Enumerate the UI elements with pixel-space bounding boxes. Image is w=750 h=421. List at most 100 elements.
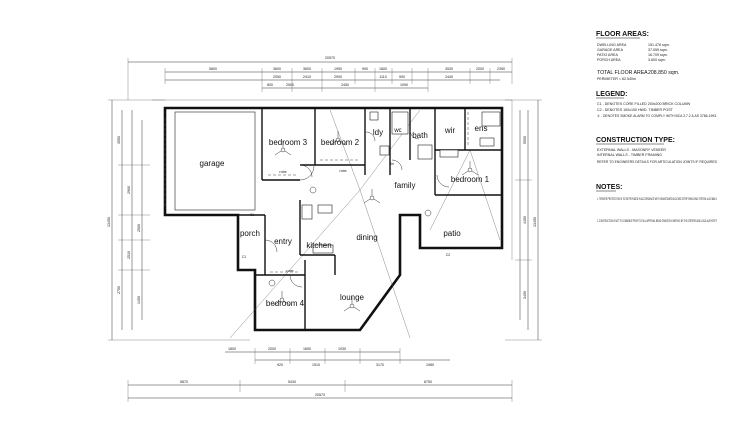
dim-top-1-8: 2390 xyxy=(497,67,505,71)
room-kitchen: kitchen xyxy=(306,241,331,250)
dim-bottom-1-6: 3170 xyxy=(376,363,384,367)
area-label-2: PATIO AREA xyxy=(597,53,618,57)
dim-top-1-5: 1800 xyxy=(379,67,387,71)
dim-top-2-3: 1110 xyxy=(379,75,386,79)
dim-top-1-0: 5800 xyxy=(209,67,217,71)
area-label-0: DWELLING AREA xyxy=(597,43,627,47)
area-label-3: PORCH AREA xyxy=(597,58,621,62)
robe-label: robe xyxy=(279,170,286,174)
room-labels: garage bedroom 3 bedroom 2 ldy bath wc w… xyxy=(200,124,490,308)
dim-top-1-2: 3600 xyxy=(303,67,311,71)
dim-bottom-1-5: 1510 xyxy=(312,363,320,367)
fan-icon xyxy=(363,189,381,204)
fan-icon xyxy=(343,297,361,312)
room-patio: patio xyxy=(443,229,461,238)
dim-top-1-7: 2000 xyxy=(476,67,484,71)
construction-item-2: REFER TO ENGINEERS DETAILS FOR ARTICULAT… xyxy=(597,160,717,164)
bottom-dimensions: 1800 2000 1650 1930 920 1510 3170 1980 5… xyxy=(127,347,513,402)
fan-icon xyxy=(274,141,292,156)
room-bedroom-2: bedroom 2 xyxy=(321,138,360,147)
construction-item-1: INTERNAL WALLS - TIMBER FRAMING xyxy=(597,153,662,157)
column-marker-c1: C1 xyxy=(242,255,247,259)
area-value-0: 151.478 sqm. xyxy=(648,43,670,47)
dim-left-2: 2500 xyxy=(137,224,141,232)
area-value-2: 16.709 sqm. xyxy=(648,53,668,57)
note-item-0: 1. TERMITE PROTECTION IS TO BE PROVIDED … xyxy=(597,197,717,201)
room-dining: dining xyxy=(356,233,377,242)
room-wc: wc xyxy=(393,128,401,134)
room-wir: wir xyxy=(444,126,456,135)
linen-label: lin xyxy=(390,162,394,166)
construction-heading: CONSTRUCTION TYPE: xyxy=(596,137,675,144)
room-garage: garage xyxy=(200,159,225,168)
dim-top-1-3: 1950 xyxy=(334,67,342,71)
smoke-alarm-icon xyxy=(268,279,276,287)
room-bedroom-4: bedroom 4 xyxy=(266,299,305,308)
dim-bottom-1-1: 2000 xyxy=(268,347,276,351)
note-item-1: 2. CONSTRUCTION IS NOT TO COMMENCE PRIOR… xyxy=(597,219,717,223)
dim-top-2-1: 2410 xyxy=(303,75,311,79)
dim-left-5: 1450 xyxy=(137,296,141,304)
legend-item-1: C2 - DENOTES 100x100 HWD. TIMBER POST xyxy=(597,108,674,112)
room-ldy: ldy xyxy=(373,128,383,137)
notes-heading: NOTES: xyxy=(596,184,622,191)
dim-left-overall: 13450 xyxy=(107,217,111,227)
dim-left-1: 2900 xyxy=(127,186,131,194)
dim-top-1-6: 3530 xyxy=(445,67,453,71)
fan-icon xyxy=(329,131,347,146)
dim-bottom-1-2: 1650 xyxy=(303,347,311,351)
dim-right-2: 3450 xyxy=(523,291,527,299)
area-value-3: 3.600 sqm. xyxy=(648,58,666,62)
floor-areas-heading: FLOOR AREAS: xyxy=(596,31,649,38)
smoke-alarm-icon xyxy=(309,186,317,194)
room-bedroom-1: bedroom 1 xyxy=(451,175,490,184)
column-marker-c1b: C1 xyxy=(250,213,255,217)
room-lounge: lounge xyxy=(340,293,365,302)
internal-walls xyxy=(238,108,502,330)
dim-right-1: 4450 xyxy=(523,216,527,224)
total-area-label: TOTAL FLOOR AREA xyxy=(597,70,648,76)
room-family: family xyxy=(395,181,416,190)
ceiling-fan-icons xyxy=(273,131,479,312)
legend-heading: LEGEND: xyxy=(596,91,628,98)
dim-top-2-5: 2440 xyxy=(445,75,453,79)
post-marker-c2: C2 xyxy=(446,253,451,257)
dim-top-3-1: 2500 xyxy=(286,83,294,87)
room-bedroom-3: bedroom 3 xyxy=(269,138,308,147)
dim-bottom-overall: 20570 xyxy=(315,393,325,397)
legend-item-2: ① - DENOTES SMOKE ALARM TO COMPLY WITH B… xyxy=(597,114,717,118)
dim-top-2-0: 2050 xyxy=(273,75,281,79)
dim-top-overall: 20570 xyxy=(325,56,335,60)
robe-label: robe xyxy=(339,169,346,173)
dim-top-3-3: 1090 xyxy=(400,83,408,87)
dim-bottom-1-0: 1800 xyxy=(228,347,236,351)
dim-bottom-1-4: 920 xyxy=(277,363,283,367)
room-bath: bath xyxy=(412,131,428,140)
top-dimensions: 20570 5800 3600 3600 1950 900 1800 3530 … xyxy=(127,56,513,100)
dim-bottom-2-0: 5870 xyxy=(180,380,188,384)
dim-left-0: 3550 xyxy=(117,136,121,144)
construction-item-0: EXTERNAL WALLS - MASONRY VENEER xyxy=(597,148,666,152)
dim-right-0: 5550 xyxy=(523,136,527,144)
info-panel: FLOOR AREAS: DWELLING AREA 151.478 sqm. … xyxy=(596,31,717,223)
dim-top-2-2: 2900 xyxy=(334,75,342,79)
dim-bottom-1-7: 1980 xyxy=(426,363,434,367)
door-swings xyxy=(264,129,450,288)
fixtures xyxy=(174,111,501,273)
area-label-1: GARAGE AREA xyxy=(597,48,624,52)
dim-left-3: 2510 xyxy=(127,251,131,259)
dim-top-2-4: 900 xyxy=(399,75,405,79)
smoke-alarm-icon xyxy=(424,209,432,217)
smoke-alarm-icons xyxy=(268,186,432,287)
legend-item-0: C1 - DENOTES CORE FILLED 200x200 BRICK C… xyxy=(597,102,690,106)
dim-left-4: 2750 xyxy=(117,286,121,294)
area-value-1: 37.059 sqm. xyxy=(648,48,668,52)
room-ens: ens xyxy=(475,124,488,133)
perimeter: PERIMETER = 62.540m xyxy=(597,77,636,81)
dim-top-3-2: 2450 xyxy=(341,83,349,87)
room-entry: entry xyxy=(274,237,292,246)
dim-bottom-2-1: 5430 xyxy=(288,380,296,384)
dim-bottom-2-2: 8750 xyxy=(424,380,432,384)
